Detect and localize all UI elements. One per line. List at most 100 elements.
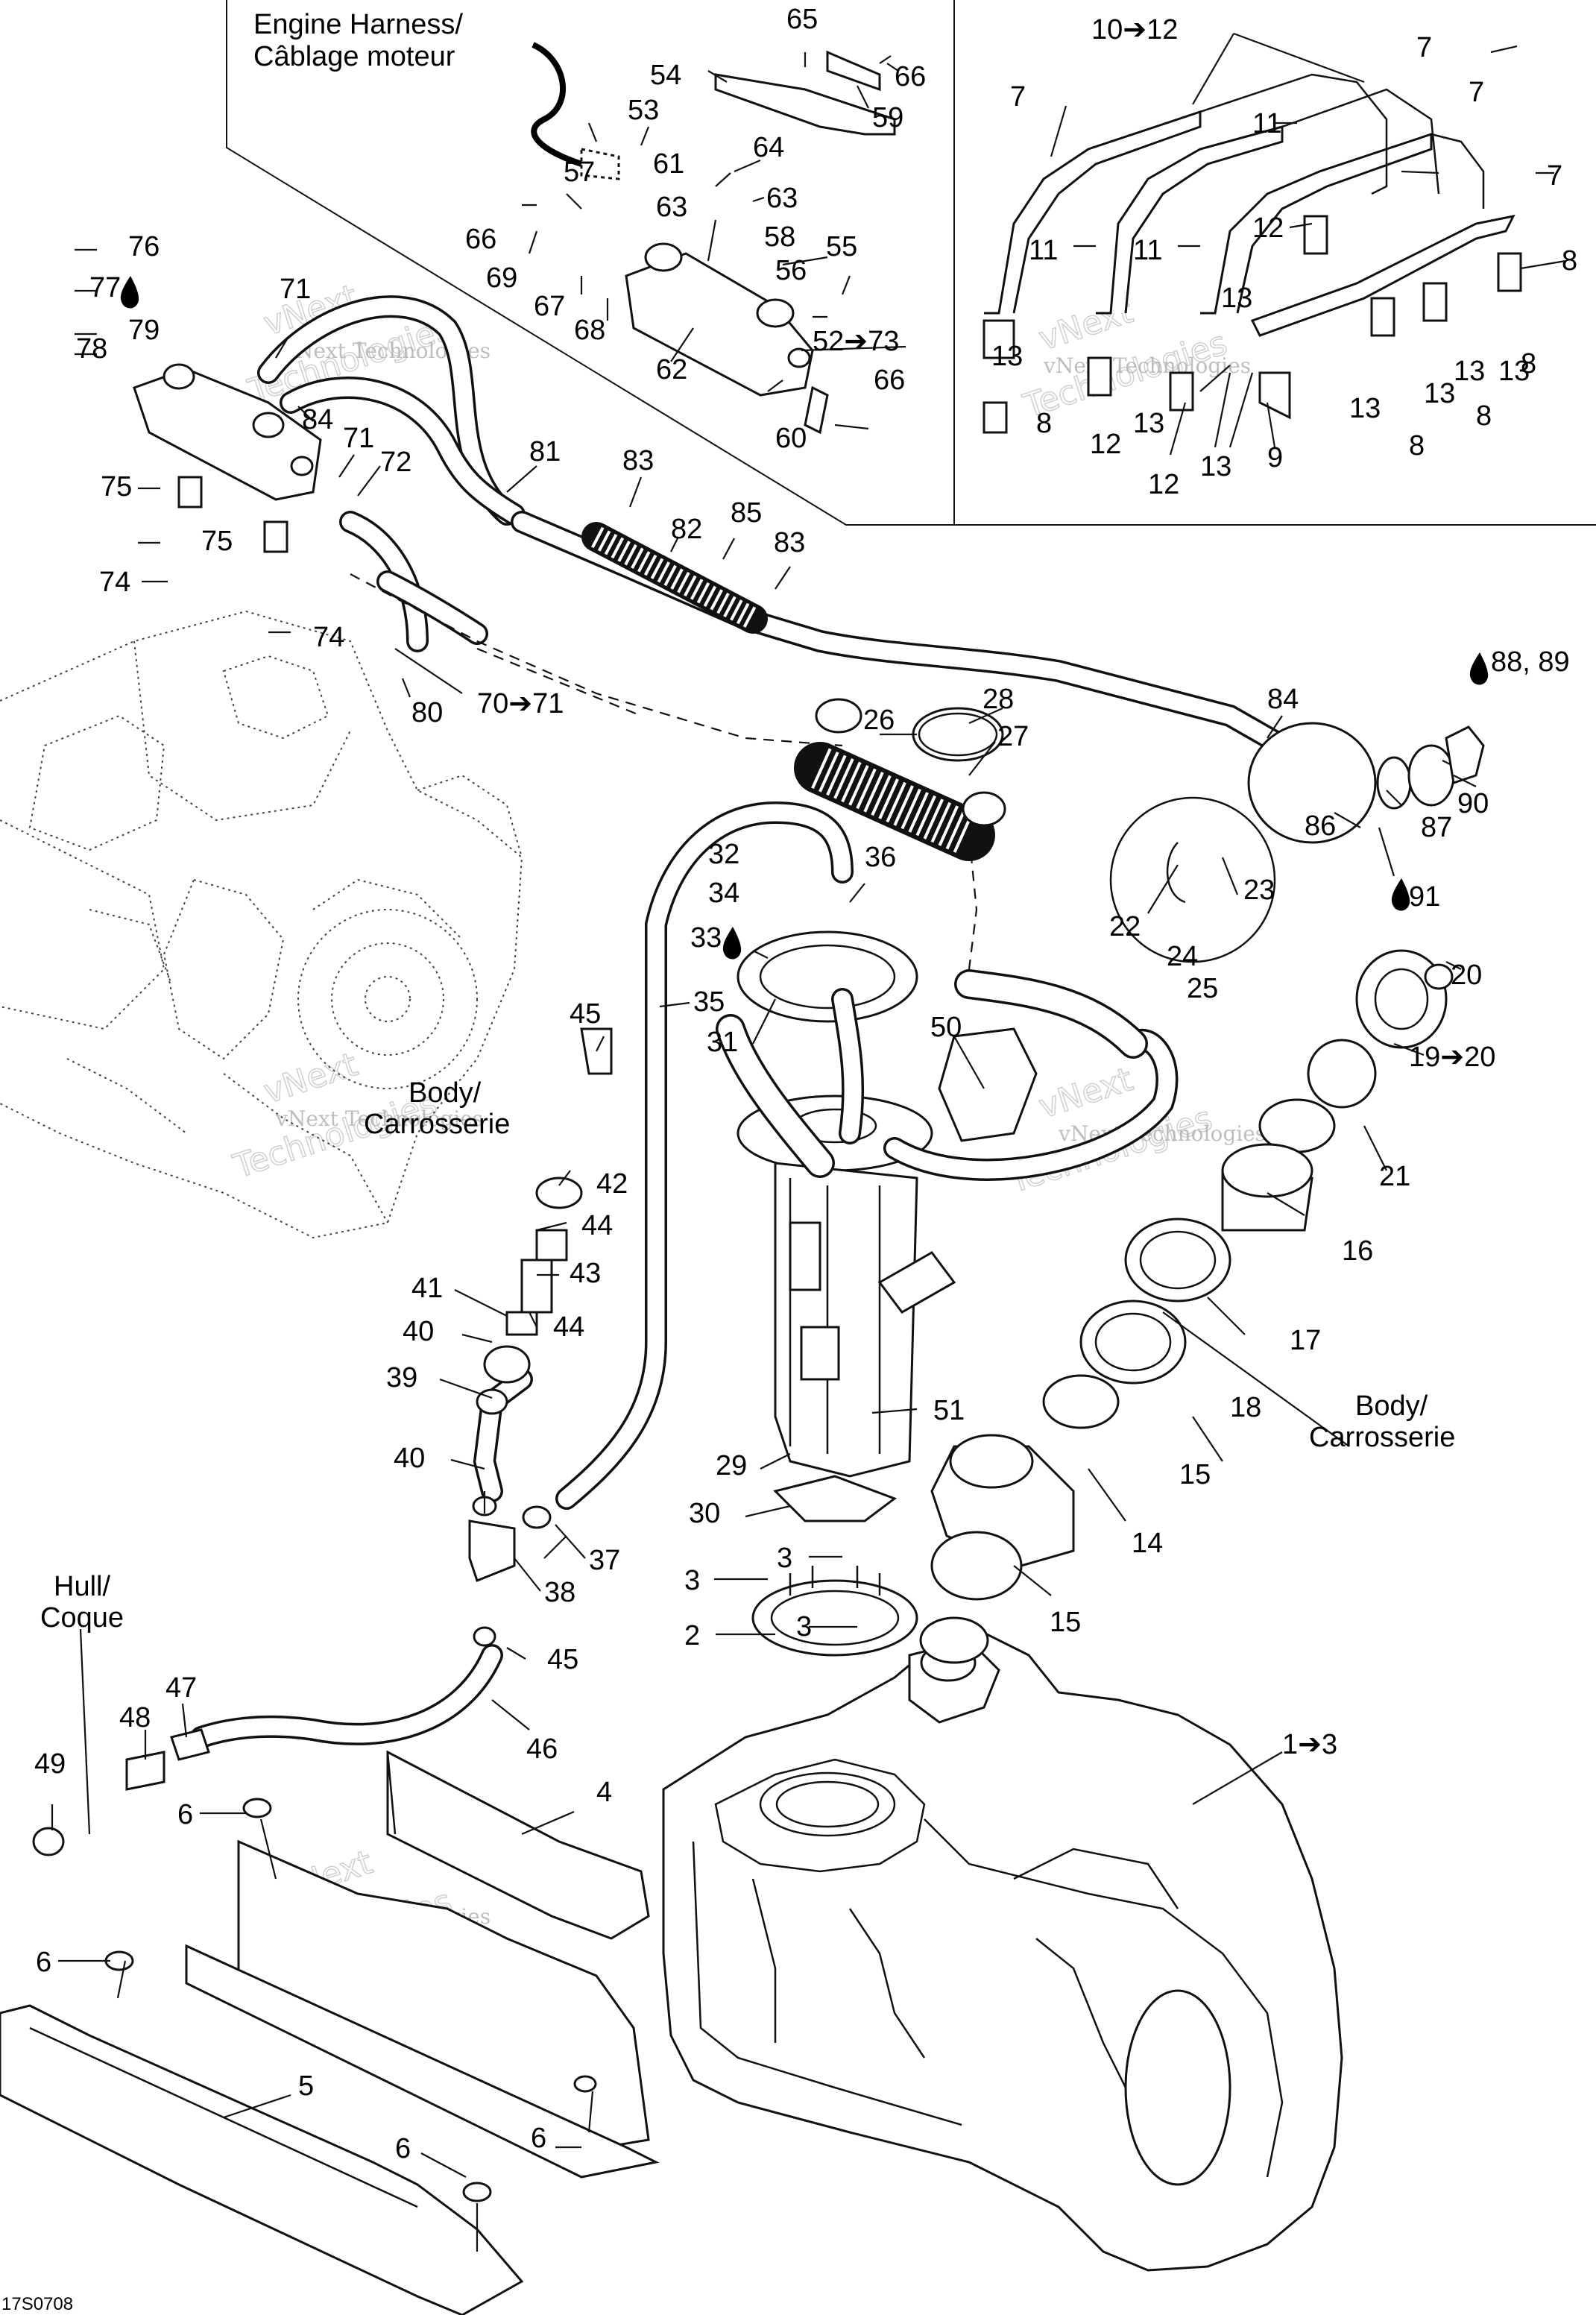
callout-c51: 51 (933, 1395, 965, 1426)
callout-c7c: 7 (1469, 77, 1484, 108)
callout-c13f: 13 (1424, 378, 1455, 409)
callout-c77: 77 (89, 272, 121, 303)
callout-c39: 39 (386, 1362, 417, 1393)
callout-c84b: 84 (1267, 684, 1299, 715)
callout-c40a: 40 (403, 1316, 434, 1347)
callout-c85: 85 (731, 497, 762, 529)
callout-c36: 36 (865, 842, 896, 873)
callout-c74b: 74 (313, 622, 344, 653)
callout-c54: 54 (650, 60, 681, 91)
callout-c67: 67 (534, 291, 565, 322)
callout-c82: 82 (671, 514, 702, 545)
protective-plate (185, 1839, 660, 2179)
drop-icon (1469, 652, 1489, 685)
callout-c1: 1➔3 (1282, 1729, 1337, 1760)
callout-c13e: 13 (1349, 393, 1381, 424)
callout-c86: 86 (1305, 810, 1336, 842)
callout-c81: 81 (529, 436, 561, 467)
callout-c13h: 13 (1498, 356, 1530, 387)
callout-c45b: 45 (547, 1644, 578, 1675)
callout-c14: 14 (1132, 1528, 1163, 1559)
callout-c13b: 13 (1221, 283, 1252, 314)
callout-c9: 9 (1267, 442, 1283, 473)
fluid-drop-icons (120, 276, 1489, 960)
callout-c16: 16 (1342, 1235, 1373, 1267)
callout-c27: 27 (997, 721, 1029, 752)
callout-c69: 69 (486, 262, 517, 294)
callout-c78: 78 (76, 333, 107, 365)
watermark-text: vNext Technologies (275, 1106, 483, 1131)
callout-c71a: 71 (280, 274, 311, 305)
watermark-outline: vNext (259, 1045, 362, 1111)
tank-straps (982, 73, 1522, 434)
callout-c8a: 8 (1562, 245, 1577, 277)
callout-c13g: 13 (1454, 356, 1485, 387)
callout-c68: 68 (574, 315, 605, 346)
label-engine-harness-en: Engine Harness/ (253, 9, 463, 40)
callout-c76: 76 (128, 231, 160, 262)
callout-c24: 24 (1167, 941, 1198, 972)
callout-c72: 72 (380, 447, 411, 478)
callout-c66b: 66 (465, 224, 496, 255)
callout-c65: 65 (786, 4, 818, 35)
hardware-column (32, 1027, 613, 2202)
region-labels: Engine Harness/ Câblage moteur Body/ Car… (1, 9, 1455, 2314)
callout-c63b: 63 (766, 183, 798, 214)
lock-ring (751, 1566, 918, 1657)
callout-c11a: 11 (1029, 235, 1058, 266)
drop-icon (1391, 878, 1410, 911)
callout-c37: 37 (589, 1545, 620, 1576)
callout-c52: 52➔73 (813, 326, 899, 357)
callout-c71b: 71 (343, 423, 374, 454)
callout-c48: 48 (119, 1702, 151, 1733)
callout-c34: 34 (708, 878, 739, 909)
callout-c64: 64 (753, 132, 784, 163)
callout-c31: 31 (707, 1027, 738, 1058)
callout-c49: 49 (34, 1748, 66, 1780)
callout-c21: 21 (1379, 1161, 1410, 1192)
callout-c20: 20 (1451, 960, 1482, 991)
callout-c12c: 12 (1148, 469, 1179, 500)
callout-c87: 87 (1421, 812, 1452, 843)
callout-c43: 43 (570, 1258, 601, 1289)
callout-c6d: 6 (531, 2123, 546, 2154)
watermark-outline: vNext (1035, 1060, 1138, 1126)
callout-c62: 62 (656, 354, 687, 385)
callout-c28: 28 (982, 684, 1014, 715)
callout-c13a: 13 (991, 341, 1023, 372)
vent-hose-corrugated (794, 742, 995, 861)
detail-frames (226, 0, 1596, 526)
pump-gasket-ring (737, 930, 918, 1023)
callout-c26: 26 (863, 705, 895, 736)
callout-c88: 88, 89 (1491, 646, 1570, 678)
corrugated-sleeve (581, 522, 768, 634)
callout-c56: 56 (775, 255, 807, 286)
drawing-reference-number: 17S0708 (1, 2294, 73, 2314)
callout-c3a: 3 (684, 1565, 700, 1596)
callout-c45a: 45 (570, 998, 601, 1030)
callout-c3c: 3 (796, 1611, 812, 1642)
callout-c15b: 15 (1050, 1607, 1081, 1638)
callout-c10: 10➔12 (1091, 14, 1178, 45)
callout-c59: 59 (872, 102, 903, 133)
label-engine-harness-fr: Câblage moteur (253, 41, 455, 72)
label-body-right-fr: Carrosserie (1309, 1422, 1455, 1453)
callout-c8d: 8 (1476, 400, 1492, 432)
callout-c23: 23 (1243, 875, 1275, 906)
filler-neck (919, 722, 1485, 1664)
watermark-text: vNext Technologies (1043, 353, 1251, 378)
callout-c29: 29 (716, 1450, 747, 1481)
callout-c12a: 12 (1252, 212, 1284, 244)
leader-lines (51, 32, 1566, 2252)
callout-c7a: 7 (1010, 81, 1026, 113)
drop-icon (722, 927, 742, 960)
callout-c6a: 6 (177, 1799, 193, 1830)
callout-c60: 60 (775, 423, 807, 454)
label-body-right-en: Body/ (1355, 1390, 1428, 1422)
callout-c18: 18 (1230, 1392, 1261, 1423)
callout-c7d: 7 (1547, 160, 1562, 192)
label-hull-en: Hull/ (54, 1571, 110, 1602)
fuel-tank (662, 1631, 1343, 2272)
callout-c63a: 63 (656, 192, 687, 223)
callout-c83b: 83 (774, 527, 805, 558)
